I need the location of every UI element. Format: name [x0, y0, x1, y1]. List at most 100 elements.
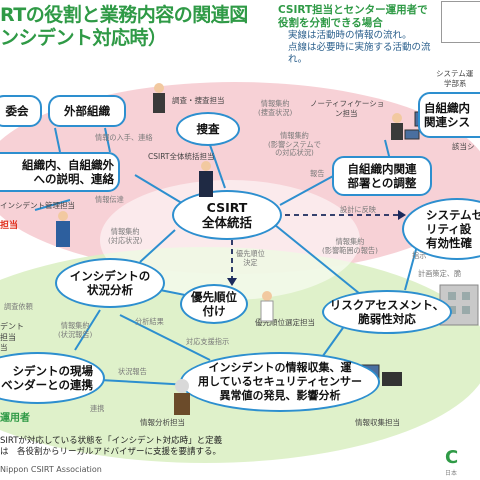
edge-label: 状況報告	[118, 367, 147, 376]
brand-logo: C 日本	[445, 447, 458, 477]
edge-label: 情報の入手、連絡	[95, 133, 153, 142]
edge-label-group: 優先順位 決定	[236, 249, 265, 267]
node-org-explain-line1: 組織内、自組織外	[22, 158, 114, 172]
role-triage: デント	[0, 322, 24, 331]
edge-label: 対応支援指示	[186, 337, 230, 346]
footer-notes: SIRTが対応している状態を「インシデント対応時」と定義 は 各役割からリーガル…	[0, 436, 222, 458]
edge-line	[104, 127, 111, 153]
node-csirt-line1: CSIRT	[206, 200, 248, 215]
role-incident-mgmt-2: 担当	[0, 221, 19, 231]
node-priority-line1: 優先順位	[191, 290, 237, 304]
edge-line	[279, 174, 336, 206]
edge-label-group: 情報集約 (捜査状況)	[258, 99, 293, 117]
node-org-explain: 組織内、自組織外 への説明、連絡	[0, 152, 120, 192]
person-priority-mgr	[260, 291, 274, 322]
edge-label: 連携	[90, 404, 105, 413]
edge-label: 情報伝達	[95, 195, 124, 204]
node-internal-system-line2: 関連シス	[424, 115, 470, 129]
node-investigate-label: 捜査	[196, 122, 220, 136]
edge-line	[209, 144, 226, 189]
role-system-mgmt-2: 学部系	[444, 79, 467, 88]
person-incident-mgr	[56, 211, 70, 247]
footer-line-1: SIRTが対応している状態を「インシデント対応時」と定義	[0, 436, 223, 446]
note-solid-line: 実線は活動時の情報の流れ。	[288, 30, 412, 41]
person-investigator	[153, 83, 165, 113]
edge-label: 情報集約	[260, 99, 290, 108]
edge-label-group: 情報集約 (影響範囲の報告)	[322, 237, 378, 255]
edge-label: (影響範囲の報告)	[322, 245, 378, 255]
node-sensor-line1: インシデントの情報収集、運	[208, 361, 352, 374]
brand-letter: C	[445, 447, 459, 468]
edge-line	[74, 309, 101, 351]
edge-label: (影響システムで	[268, 139, 321, 149]
role-notification: ノーティフィケーショ	[310, 99, 385, 108]
role-priority: 優先順位選定担当	[255, 318, 315, 327]
node-risk-assessment: リスクアセスメント、 脆弱性対応	[322, 290, 452, 334]
node-internal-system: 自組織内 関連シス	[418, 92, 480, 138]
person-notification	[391, 113, 403, 140]
role-incident-mgmt: インシデント管理担当	[0, 201, 75, 210]
footer-line-2: は 各役割からリーガルアドバイザーに支援を要請する。	[0, 447, 222, 457]
operator-label: 運用者	[0, 413, 30, 424]
role-contact: 当	[0, 343, 8, 352]
edge-line	[34, 199, 71, 211]
title-line-2: ンシデント対応時）	[0, 27, 167, 49]
edge-line	[139, 229, 176, 263]
node-csirt-overall: CSIRT 全体統括	[172, 190, 282, 240]
role-applicable: 該当シ	[452, 142, 475, 151]
edge-label: 計画策定、脆	[418, 269, 462, 278]
node-vendor-line1: シデントの現場	[12, 364, 94, 378]
edge-label: (捜査状況)	[258, 107, 293, 117]
person-csirt-lead	[199, 161, 213, 197]
edge-label: 決定	[243, 257, 258, 267]
node-incident-analysis: インシデントの 状況分析	[55, 258, 165, 308]
edge-label: 指示	[412, 251, 427, 260]
node-investigate: 捜査	[176, 112, 240, 146]
legend-box	[441, 1, 480, 43]
edge-label: の対応状況)	[275, 148, 314, 158]
edge-label: 優先順位	[236, 249, 265, 258]
node-org-explain-line2: への説明、連絡	[33, 172, 115, 186]
note-heading-2: 役割を分割できる場合	[278, 17, 383, 29]
node-system-sec-line2: リティ設	[426, 222, 472, 236]
edge-label-group: 情報集約 (影響システムで の対応状況)	[268, 131, 321, 158]
node-system-sec-line1: システムセ	[426, 208, 480, 222]
note-heading-1: CSIRT担当とセンター運用者で	[278, 4, 428, 16]
role-investigation: 調査・捜査担当	[172, 96, 225, 105]
node-priority-line2: 付け	[202, 304, 226, 318]
node-system-security: システムセ リティ設 有効性確	[402, 198, 480, 260]
edge-label: 設計に反映	[340, 205, 376, 214]
node-internal-system-line1: 自組織内	[424, 101, 470, 115]
edge-line	[119, 314, 211, 361]
edge-label: 情報集約	[60, 321, 90, 330]
person-analyst	[174, 379, 190, 415]
edge-line	[274, 224, 366, 299]
node-sensor-line2: 用しているセキュリティセンサー	[197, 375, 362, 388]
node-committee: 委会	[0, 95, 42, 127]
node-risk-line2: 脆弱性対応	[358, 312, 416, 326]
node-internal-dept: 自組織内関連 部署との調整	[332, 156, 432, 196]
node-sensor-line3: 異常値の発見、影響分析	[219, 389, 341, 402]
edge-label: 報告	[310, 169, 325, 178]
node-external-label: 外部組織	[64, 104, 110, 118]
node-committee-label: 委会	[5, 104, 29, 118]
edge-line	[54, 127, 61, 153]
note-dashed-line: 点線は必要時に実施する活動の流れ。	[288, 42, 431, 65]
role-triage-2: 担当	[0, 333, 16, 342]
edge-label: (対応状況)	[108, 235, 143, 245]
role-info-collection: 情報収集担当	[355, 418, 400, 427]
node-internal-dept-line1: 自組織内関連	[347, 162, 417, 176]
edge-label: 情報集約	[280, 131, 309, 140]
node-incident-analysis-line2: 状況分析	[87, 283, 133, 297]
white-center	[100, 180, 360, 300]
node-system-sec-line3: 有効性確	[426, 236, 472, 250]
header-note: CSIRT担当とセンター運用者で 役割を分割できる場合 実線は活動時の情報の流れ…	[278, 4, 438, 66]
node-vendor: シデントの現場 ベンダーとの連携	[0, 352, 105, 404]
edge-label: 調査依頼	[4, 302, 33, 311]
node-external-org: 外部組織	[48, 95, 126, 127]
edge-label: 情報集約	[110, 227, 140, 236]
footer-organization: Nippon CSIRT Association	[0, 465, 102, 474]
node-risk-line1: リスクアセスメント、	[329, 298, 445, 312]
title-line-1: RTの役割と業務内容の関連図	[0, 4, 248, 26]
